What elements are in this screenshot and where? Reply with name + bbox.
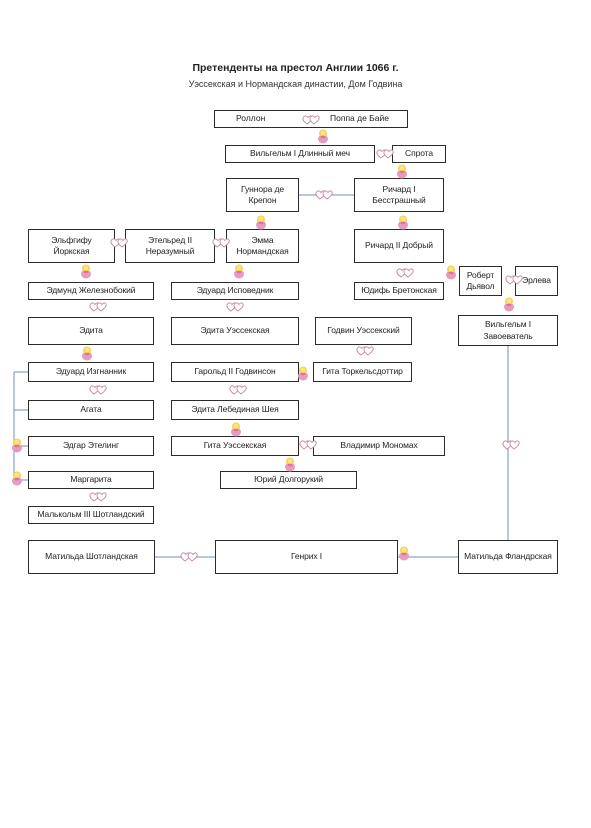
person-emma: Эмма Нормандская: [226, 229, 299, 263]
person-edmund: Эдмунд Железнобокий: [28, 282, 154, 300]
marriage-heart-icon: [302, 113, 320, 131]
child-baby-icon: [395, 163, 409, 184]
child-baby-icon: [232, 263, 246, 284]
person-elfgifu: Эльфгифу Йоркская: [28, 229, 115, 263]
person-matilda-scotland: Матильда Шотландская: [28, 540, 155, 574]
marriage-heart-icon: [226, 300, 244, 318]
diagram-subtitle: Уэссекская и Нормандская династии, Дом Г…: [188, 79, 403, 89]
person-matilda-flanders: Матильда Фландрская: [458, 540, 558, 574]
child-baby-icon: [80, 345, 94, 366]
person-judith: Юдифь Бретонская: [354, 282, 444, 300]
person-edward-exile: Эдуард Изгнанник: [28, 362, 154, 382]
child-baby-icon: [396, 214, 410, 235]
person-richard-2: Ричард II Добрый: [354, 229, 444, 263]
person-godwin: Годвин Уэссекский: [315, 317, 412, 345]
marriage-heart-icon: [229, 383, 247, 401]
marriage-heart-icon: [376, 147, 394, 165]
person-herleva: Эрлева: [515, 266, 558, 296]
person-sprota: Спрота: [392, 145, 446, 163]
person-rollon: Роллон: [236, 113, 266, 123]
person-ethelred-2: Этельред II Неразумный: [125, 229, 215, 263]
person-edward-confessor: Эдуард Исповедник: [171, 282, 299, 300]
marriage-heart-icon: [315, 188, 333, 206]
person-malcolm-3: Малькольм III Шотландский: [28, 506, 154, 524]
marriage-heart-icon: [396, 266, 414, 284]
marriage-heart-icon: [110, 236, 128, 254]
person-wilhelm-longsword: Вильгельм I Длинный меч: [225, 145, 375, 163]
marriage-heart-icon: [180, 550, 198, 568]
child-baby-icon: [254, 214, 268, 235]
child-baby-icon: [229, 421, 243, 442]
child-baby-icon: [10, 437, 24, 458]
person-harold-2: Гарольд II Годвинсон: [171, 362, 299, 382]
child-baby-icon: [316, 128, 330, 149]
marriage-heart-icon: [212, 236, 230, 254]
person-vladimir-monomakh: Владимир Мономах: [313, 436, 445, 456]
marriage-heart-icon: [356, 344, 374, 362]
marriage-heart-icon: [89, 490, 107, 508]
child-baby-icon: [397, 545, 411, 566]
diagram-title: Претенденты на престол Англии 1066 г.: [192, 62, 399, 74]
person-edgar-atheling: Эдгар Этелинг: [28, 436, 154, 456]
person-wilhelm-conqueror: Вильгельм I Завоеватель: [458, 315, 558, 346]
marriage-heart-icon: [299, 438, 317, 456]
person-gunnora: Гуннора де Крепон: [226, 178, 299, 212]
person-gita-wessex: Гита Уэссекская: [171, 436, 299, 456]
person-poppa-de-bayeux: Поппа де Байе: [330, 113, 389, 123]
person-margaret: Маргарита: [28, 471, 154, 489]
child-baby-icon: [296, 365, 310, 386]
child-baby-icon: [10, 470, 24, 491]
child-baby-icon: [283, 456, 297, 477]
person-agatha: Агата: [28, 400, 154, 420]
person-edita-wessex: Эдита Уэссекская: [171, 317, 299, 345]
person-yuri-dolgoruky: Юрий Долгорукий: [220, 471, 357, 489]
marriage-heart-icon: [89, 383, 107, 401]
person-gita-thorkelsdottir: Гита Торкельсдоттир: [313, 362, 412, 382]
person-edita: Эдита: [28, 317, 154, 345]
child-baby-icon: [502, 296, 516, 317]
marriage-heart-icon: [505, 273, 523, 291]
marriage-heart-icon: [89, 300, 107, 318]
child-baby-icon: [79, 263, 93, 284]
person-henry-1: Генрих I: [215, 540, 398, 574]
person-robert: Роберт Дьявол: [459, 266, 502, 296]
marriage-heart-icon: [502, 438, 520, 456]
person-edith-swan-neck: Эдита Лебединая Шея: [171, 400, 299, 420]
person-richard-1: Ричард I Бесстрашный: [354, 178, 444, 212]
child-baby-icon: [444, 264, 458, 285]
